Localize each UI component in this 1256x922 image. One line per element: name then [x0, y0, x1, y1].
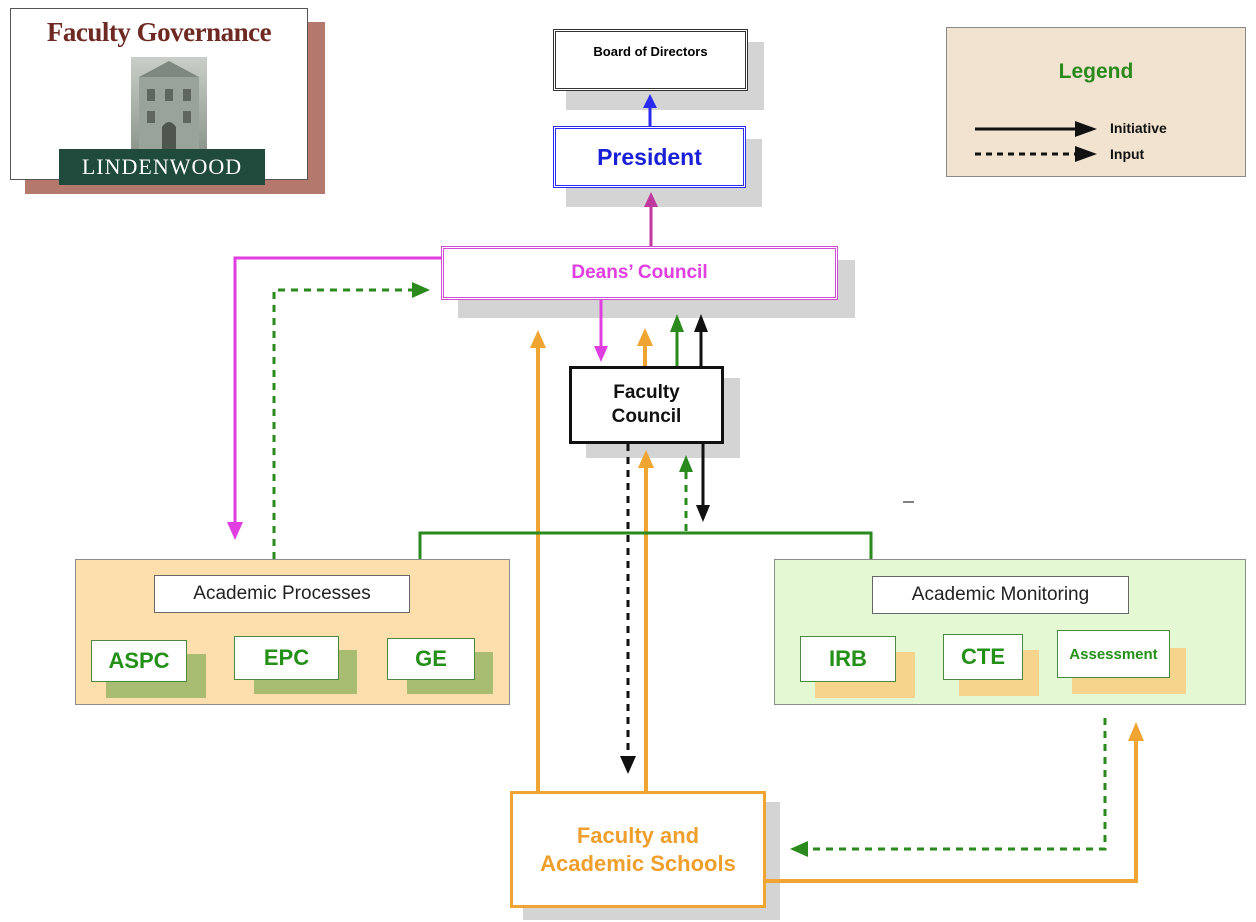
arrow-faculty-council-to-deans-green: [670, 314, 684, 366]
faculty-council-line2: Council: [611, 406, 682, 427]
arrow-deans-to-president: [644, 192, 658, 246]
legend-initiative-label: Initiative: [1110, 120, 1167, 136]
building-photo: [131, 57, 207, 149]
logo-wordmark: LINDENWOOD: [59, 149, 265, 185]
academic-monitoring-panel: Academic Monitoring IRB CTE Assessment: [774, 559, 1246, 705]
legend-title: Legend: [1058, 60, 1134, 83]
aspc-box: ASPC: [91, 640, 187, 682]
arrow-monitoring-to-schools: [790, 718, 1107, 857]
board-of-directors-box: Board of Directors: [553, 29, 748, 91]
arrow-monitoring-to-faculty-council: [679, 455, 693, 531]
academic-processes-panel: Academic Processes ASPC EPC GE: [75, 559, 510, 705]
green-connector-bus: [418, 531, 873, 559]
faculty-council-line1: Faculty: [613, 382, 680, 403]
epc-box: EPC: [234, 636, 339, 680]
arrow-faculty-council-to-deans-black: [694, 314, 708, 366]
faculty-schools-line2: Academic Schools: [540, 850, 736, 876]
arrow-schools-to-monitoring: [766, 722, 1144, 883]
legend-lines: [975, 121, 1097, 162]
academic-processes-title: Academic Processes: [154, 575, 410, 613]
president-box: President: [553, 126, 746, 188]
logo: Faculty Governance LINDENWOOD: [10, 8, 308, 185]
cte-box: CTE: [943, 634, 1023, 680]
arrow-schools-to-faculty-council: [638, 450, 654, 791]
legend-input-label: Input: [1110, 146, 1145, 162]
faculty-council-box: Faculty Council: [569, 366, 724, 444]
faculty-schools-box: Faculty and Academic Schools: [510, 791, 766, 908]
deans-council-box: Deans’ Council: [441, 246, 838, 300]
irb-box: IRB: [800, 636, 896, 682]
arrow-academic-processes-to-deans: [272, 282, 430, 559]
arrow-deans-to-faculty-council: [594, 300, 608, 362]
faculty-schools-line1: Faculty and: [576, 822, 700, 848]
assessment-box: Assessment: [1057, 630, 1170, 678]
arrow-deans-to-academic-processes: [227, 256, 441, 540]
arrow-faculty-council-to-schools: [620, 444, 636, 774]
arrow-faculty-council-down: [696, 444, 710, 522]
academic-monitoring-title: Academic Monitoring: [872, 576, 1129, 614]
arrow-president-to-board: [643, 94, 657, 126]
legend: Legend Initiative Input: [946, 27, 1246, 177]
arrow-schools-to-deans: [530, 330, 546, 791]
ge-box: GE: [387, 638, 475, 680]
arrow-orange-to-deans-short: [637, 328, 653, 366]
logo-title: Faculty Governance: [46, 17, 272, 47]
